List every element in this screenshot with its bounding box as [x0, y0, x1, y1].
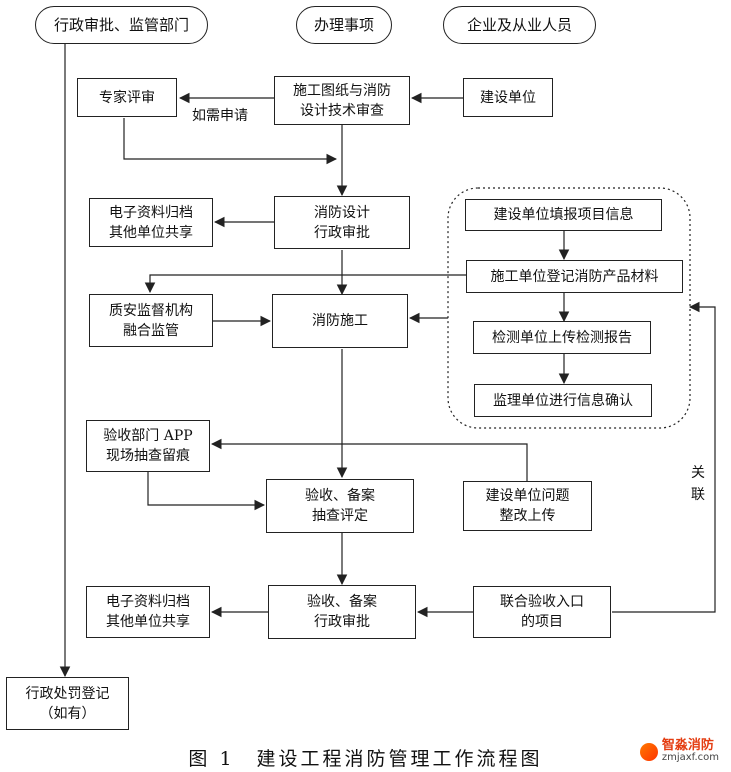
app-to-spot-check-arrow: [147, 472, 266, 511]
acceptance-admin-approval-label: 验收、备案 行政审批: [307, 594, 377, 630]
expert-review-label: 专家评审: [99, 89, 155, 106]
watermark-url: zmjaxf.com: [661, 752, 719, 763]
upload-test-report-box: 检测单位上传检测报告: [473, 321, 651, 354]
fill-project-info-label: 建设单位填报项目信息: [493, 207, 634, 223]
quality-supervision-box: 质安监督机构 融合监管: [89, 294, 213, 347]
fill-project-info-box: 建设单位填报项目信息: [465, 199, 662, 231]
supervisor-confirm-label: 监理单位进行信息确认: [493, 392, 633, 409]
fire-admin-approval-label: 消防设计 行政审批: [314, 204, 370, 241]
joint-acceptance-box: 联合验收入口 的项目: [473, 586, 611, 638]
archive-bottom-box: 电子资料归档 其他单位共享: [86, 586, 210, 638]
group-to-quality-arrow: [144, 274, 466, 294]
acceptance-spot-check-box: 验收、备案 抽查评定: [266, 479, 414, 533]
construction-unit-box: 建设单位: [463, 78, 553, 117]
related-arrow: [612, 301, 716, 613]
watermark: 智淼消防 zmjaxf.com: [639, 738, 719, 764]
rectify-to-app-arrow: [210, 438, 528, 481]
fire-construction-label: 消防施工: [312, 313, 368, 329]
header-admin-label: 行政审批、监管部门: [53, 16, 189, 34]
archive-bottom-label: 电子资料归档 其他单位共享: [106, 594, 190, 630]
construction-unit-label: 建设单位: [480, 89, 536, 106]
drawing-review-box: 施工图纸与消防 设计技术审查: [274, 76, 410, 125]
if-needed-label: 如需申请: [192, 108, 248, 124]
info-group-outline: [447, 187, 691, 429]
expert-review-box: 专家评审: [77, 78, 177, 117]
acceptance-spot-check-label: 验收、备案 抽查评定: [305, 488, 375, 524]
penalty-registration-label: 行政处罚登记 （如有）: [25, 685, 110, 722]
app-inspection-box: 验收部门 APP 现场抽查留痕: [86, 420, 210, 472]
fire-admin-approval-box: 消防设计 行政审批: [274, 196, 410, 249]
header-process-oval: 办理事项: [296, 6, 392, 44]
header-admin-oval: 行政审批、监管部门: [35, 6, 208, 44]
header-enterprise-label: 企业及从业人员: [466, 16, 572, 34]
rectify-upload-label: 建设单位问题 整改上传: [485, 488, 570, 524]
rectify-upload-box: 建设单位问题 整改上传: [463, 481, 592, 531]
figure-caption: 图 1 建设工程消防管理工作流程图: [188, 748, 543, 770]
register-products-label: 施工单位登记消防产品材料: [490, 268, 659, 285]
joint-acceptance-label: 联合验收入口 的项目: [500, 594, 584, 630]
header-enterprise-oval: 企业及从业人员: [443, 6, 596, 44]
watermark-brand: 智淼消防: [661, 738, 714, 753]
archive-top-box: 电子资料归档 其他单位共享: [89, 198, 213, 247]
drawing-review-label: 施工图纸与消防 设计技术审查: [293, 82, 391, 119]
header-process-label: 办理事项: [313, 16, 374, 34]
archive-top-label: 电子资料归档 其他单位共享: [109, 204, 193, 241]
related-label: 关联: [691, 465, 705, 503]
fire-construction-box: 消防施工: [272, 294, 408, 348]
register-products-box: 施工单位登记消防产品材料: [466, 260, 683, 293]
expert-return-arrow: [123, 118, 338, 165]
supervisor-confirm-box: 监理单位进行信息确认: [474, 384, 652, 417]
upload-test-report-label: 检测单位上传检测报告: [492, 329, 632, 346]
penalty-registration-box: 行政处罚登记 （如有）: [6, 677, 129, 730]
quality-supervision-label: 质安监督机构 融合监管: [109, 302, 193, 339]
acceptance-admin-approval-box: 验收、备案 行政审批: [268, 585, 416, 639]
app-inspection-label: 验收部门 APP 现场抽查留痕: [103, 428, 193, 464]
flame-logo-icon: [639, 743, 658, 761]
